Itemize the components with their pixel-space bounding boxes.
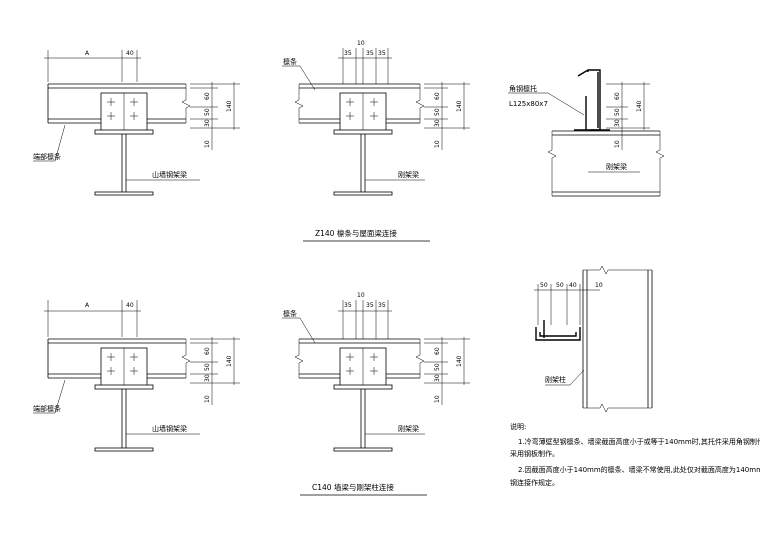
dim-60-d: 60	[204, 347, 211, 355]
detail-top-middle: 10 35 35 35 60 50 30 10 1	[282, 40, 470, 196]
dim-50-b: 50	[434, 108, 441, 116]
notes-line-2: 2.因截面高度小于140mm的檩条、墙梁不常使用,此处仅对截面高度为140mm的…	[518, 465, 760, 474]
dim-50: 50	[204, 108, 211, 116]
dim-10-d: 10	[204, 395, 211, 403]
dim-30-c: 30	[614, 119, 621, 127]
label-end-purlin: 端部檩条	[33, 152, 61, 161]
dim-10-e: 10	[434, 395, 441, 403]
title-bottom: C140 墙梁与刚架柱连接	[312, 482, 394, 492]
detail-top-right: 60 50 30 10 140 角钢檩托 L125x80x7 刚架梁	[508, 69, 665, 197]
dim-a-2: A	[85, 302, 90, 309]
dim-60-e: 60	[434, 347, 441, 355]
label-gable-beam: 山墙钢架梁	[152, 170, 187, 179]
dim-60-b: 60	[434, 92, 441, 100]
dim-10-c: 10	[614, 140, 621, 148]
dim-30-b: 30	[434, 119, 441, 127]
label-angle-spec: L125x80x7	[509, 100, 548, 108]
label-purlin-2: 檩条	[283, 309, 297, 318]
dim-140-c: 140	[636, 100, 643, 112]
label-rigid-beam: 刚架梁	[398, 170, 419, 179]
dim-35-a: 35	[344, 50, 352, 57]
detail-bottom-right: 50 50 40 10 刚架柱	[534, 265, 653, 413]
dim-140-e: 140	[456, 355, 463, 367]
dim-60-c: 60	[614, 92, 621, 100]
dim-30-e: 30	[434, 374, 441, 382]
dim-10-top: 10	[357, 40, 365, 47]
detail-top-left: A 40 60 50 30	[33, 50, 240, 196]
dim-35-e: 35	[366, 302, 374, 309]
notes-line-1: 1.冷弯薄壁型钢檩条、墙梁截面高度小于或等于140mm时,其托件采用角钢制作,亦…	[518, 437, 760, 446]
dim-40: 40	[126, 50, 134, 57]
detail-bottom-middle: 10 35 35 35 60 50 30 10 140	[282, 292, 470, 452]
dim-50-g: 50	[556, 282, 564, 289]
notes-block: 说明: 1.冷弯薄壁型钢檩条、墙梁截面高度小于或等于140mm时,其托件采用角钢…	[510, 422, 760, 487]
dim-35-f: 35	[378, 302, 386, 309]
dim-35-b: 35	[366, 50, 374, 57]
dim-50-c: 50	[614, 108, 621, 116]
dim-60: 60	[204, 92, 211, 100]
label-rigid-beam-2: 刚架梁	[606, 162, 627, 171]
notes-line-2b: 钢连接作规定。	[510, 478, 559, 487]
dim-140-d: 140	[226, 355, 233, 367]
dim-50-f: 50	[540, 282, 548, 289]
dim-35-d: 35	[344, 302, 352, 309]
dim-10-top-2: 10	[357, 292, 365, 299]
dim-40-2: 40	[126, 302, 134, 309]
detail-bottom-left: A 40 60 50 30 10 140 端部檩条	[33, 300, 240, 452]
label-rigid-column: 刚架柱	[545, 375, 566, 384]
dim-30-d: 30	[204, 374, 211, 382]
label-purlin: 檩条	[283, 57, 297, 66]
dim-35-c: 35	[378, 50, 386, 57]
dim-10: 10	[204, 140, 211, 148]
dim-10-b: 10	[434, 140, 441, 148]
dim-50-d: 50	[204, 363, 211, 371]
label-angle-support: 角钢檩托	[509, 84, 537, 93]
notes-heading: 说明:	[510, 422, 526, 431]
dim-30: 30	[204, 119, 211, 127]
label-gable-beam-2: 山墙钢架梁	[152, 424, 187, 433]
label-rigid-beam-3: 刚架梁	[398, 424, 419, 433]
dim-140-b: 140	[456, 100, 463, 112]
title-top: Z140 檩条与屋面梁连接	[315, 228, 397, 238]
label-end-purlin-2: 端部檩条	[33, 404, 61, 413]
dim-a: A	[85, 50, 90, 57]
notes-line-1b: 采用钢板制作。	[510, 449, 559, 458]
dim-10-f: 10	[595, 282, 603, 289]
dim-40-3: 40	[569, 282, 577, 289]
dim-140: 140	[226, 100, 233, 112]
dim-50-e: 50	[434, 363, 441, 371]
